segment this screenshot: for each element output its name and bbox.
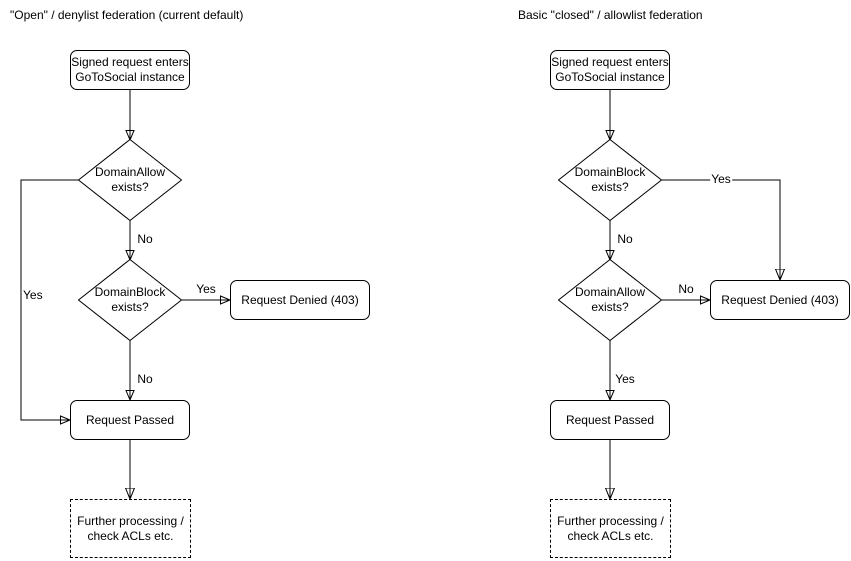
edge-label-yes: Yes — [614, 372, 636, 386]
node-decision-domainallow-label: DomainAllow exists? — [94, 165, 166, 194]
edge-right-domainblock-yes-to-denied — [660, 179, 780, 280]
node-decision-domainallow: DomainAllow exists? — [78, 139, 182, 221]
node-request-passed-label: Request Passed — [565, 412, 655, 427]
node-further-processing: Further processing / check ACLs etc. — [550, 499, 671, 558]
chart-title-closed-allowlist: Basic "closed" / allowlist federation — [518, 8, 703, 22]
node-request-denied: Request Denied (403) — [230, 280, 370, 320]
node-request-denied-label: Request Denied (403) — [721, 292, 839, 307]
node-further-processing: Further processing / check ACLs etc. — [70, 499, 191, 558]
node-decision-domainblock-label: DomainBlock exists? — [574, 165, 646, 194]
diamond-shape — [558, 259, 662, 341]
node-decision-domainblock: DomainBlock exists? — [78, 259, 182, 341]
node-decision-domainallow-label: DomainAllow exists? — [574, 285, 646, 314]
node-request-denied: Request Denied (403) — [710, 280, 850, 320]
edge-label-yes: Yes — [195, 282, 217, 296]
node-request-passed: Request Passed — [70, 400, 190, 440]
node-start-label: Signed request enters GoToSocial instanc… — [551, 55, 669, 84]
node-further-processing-label: Further processing / check ACLs etc. — [557, 513, 664, 543]
node-request-passed-label: Request Passed — [85, 412, 175, 427]
edge-label-no: No — [136, 232, 154, 246]
node-start-label: Signed request enters GoToSocial instanc… — [71, 55, 189, 84]
edge-label-yes: Yes — [710, 172, 732, 186]
node-request-passed: Request Passed — [550, 400, 670, 440]
edge-label-no: No — [616, 232, 634, 246]
node-request-denied-label: Request Denied (403) — [241, 292, 359, 307]
edge-label-no: No — [136, 372, 154, 386]
node-start: Signed request enters GoToSocial instanc… — [70, 50, 190, 90]
node-further-processing-label: Further processing / check ACLs etc. — [77, 513, 184, 543]
node-decision-domainblock: DomainBlock exists? — [558, 139, 662, 221]
node-decision-domainallow: DomainAllow exists? — [558, 259, 662, 341]
diamond-shape — [78, 139, 182, 221]
diamond-shape — [78, 259, 182, 341]
node-start: Signed request enters GoToSocial instanc… — [550, 50, 670, 90]
edge-label-yes: Yes — [22, 288, 44, 302]
diamond-shape — [558, 139, 662, 221]
edge-left-domainallow-yes-to-passed — [20, 179, 80, 425]
chart-title-open-denylist: "Open" / denylist federation (current de… — [10, 8, 244, 22]
edge-label-no: No — [677, 282, 695, 296]
node-decision-domainblock-label: DomainBlock exists? — [94, 285, 166, 314]
